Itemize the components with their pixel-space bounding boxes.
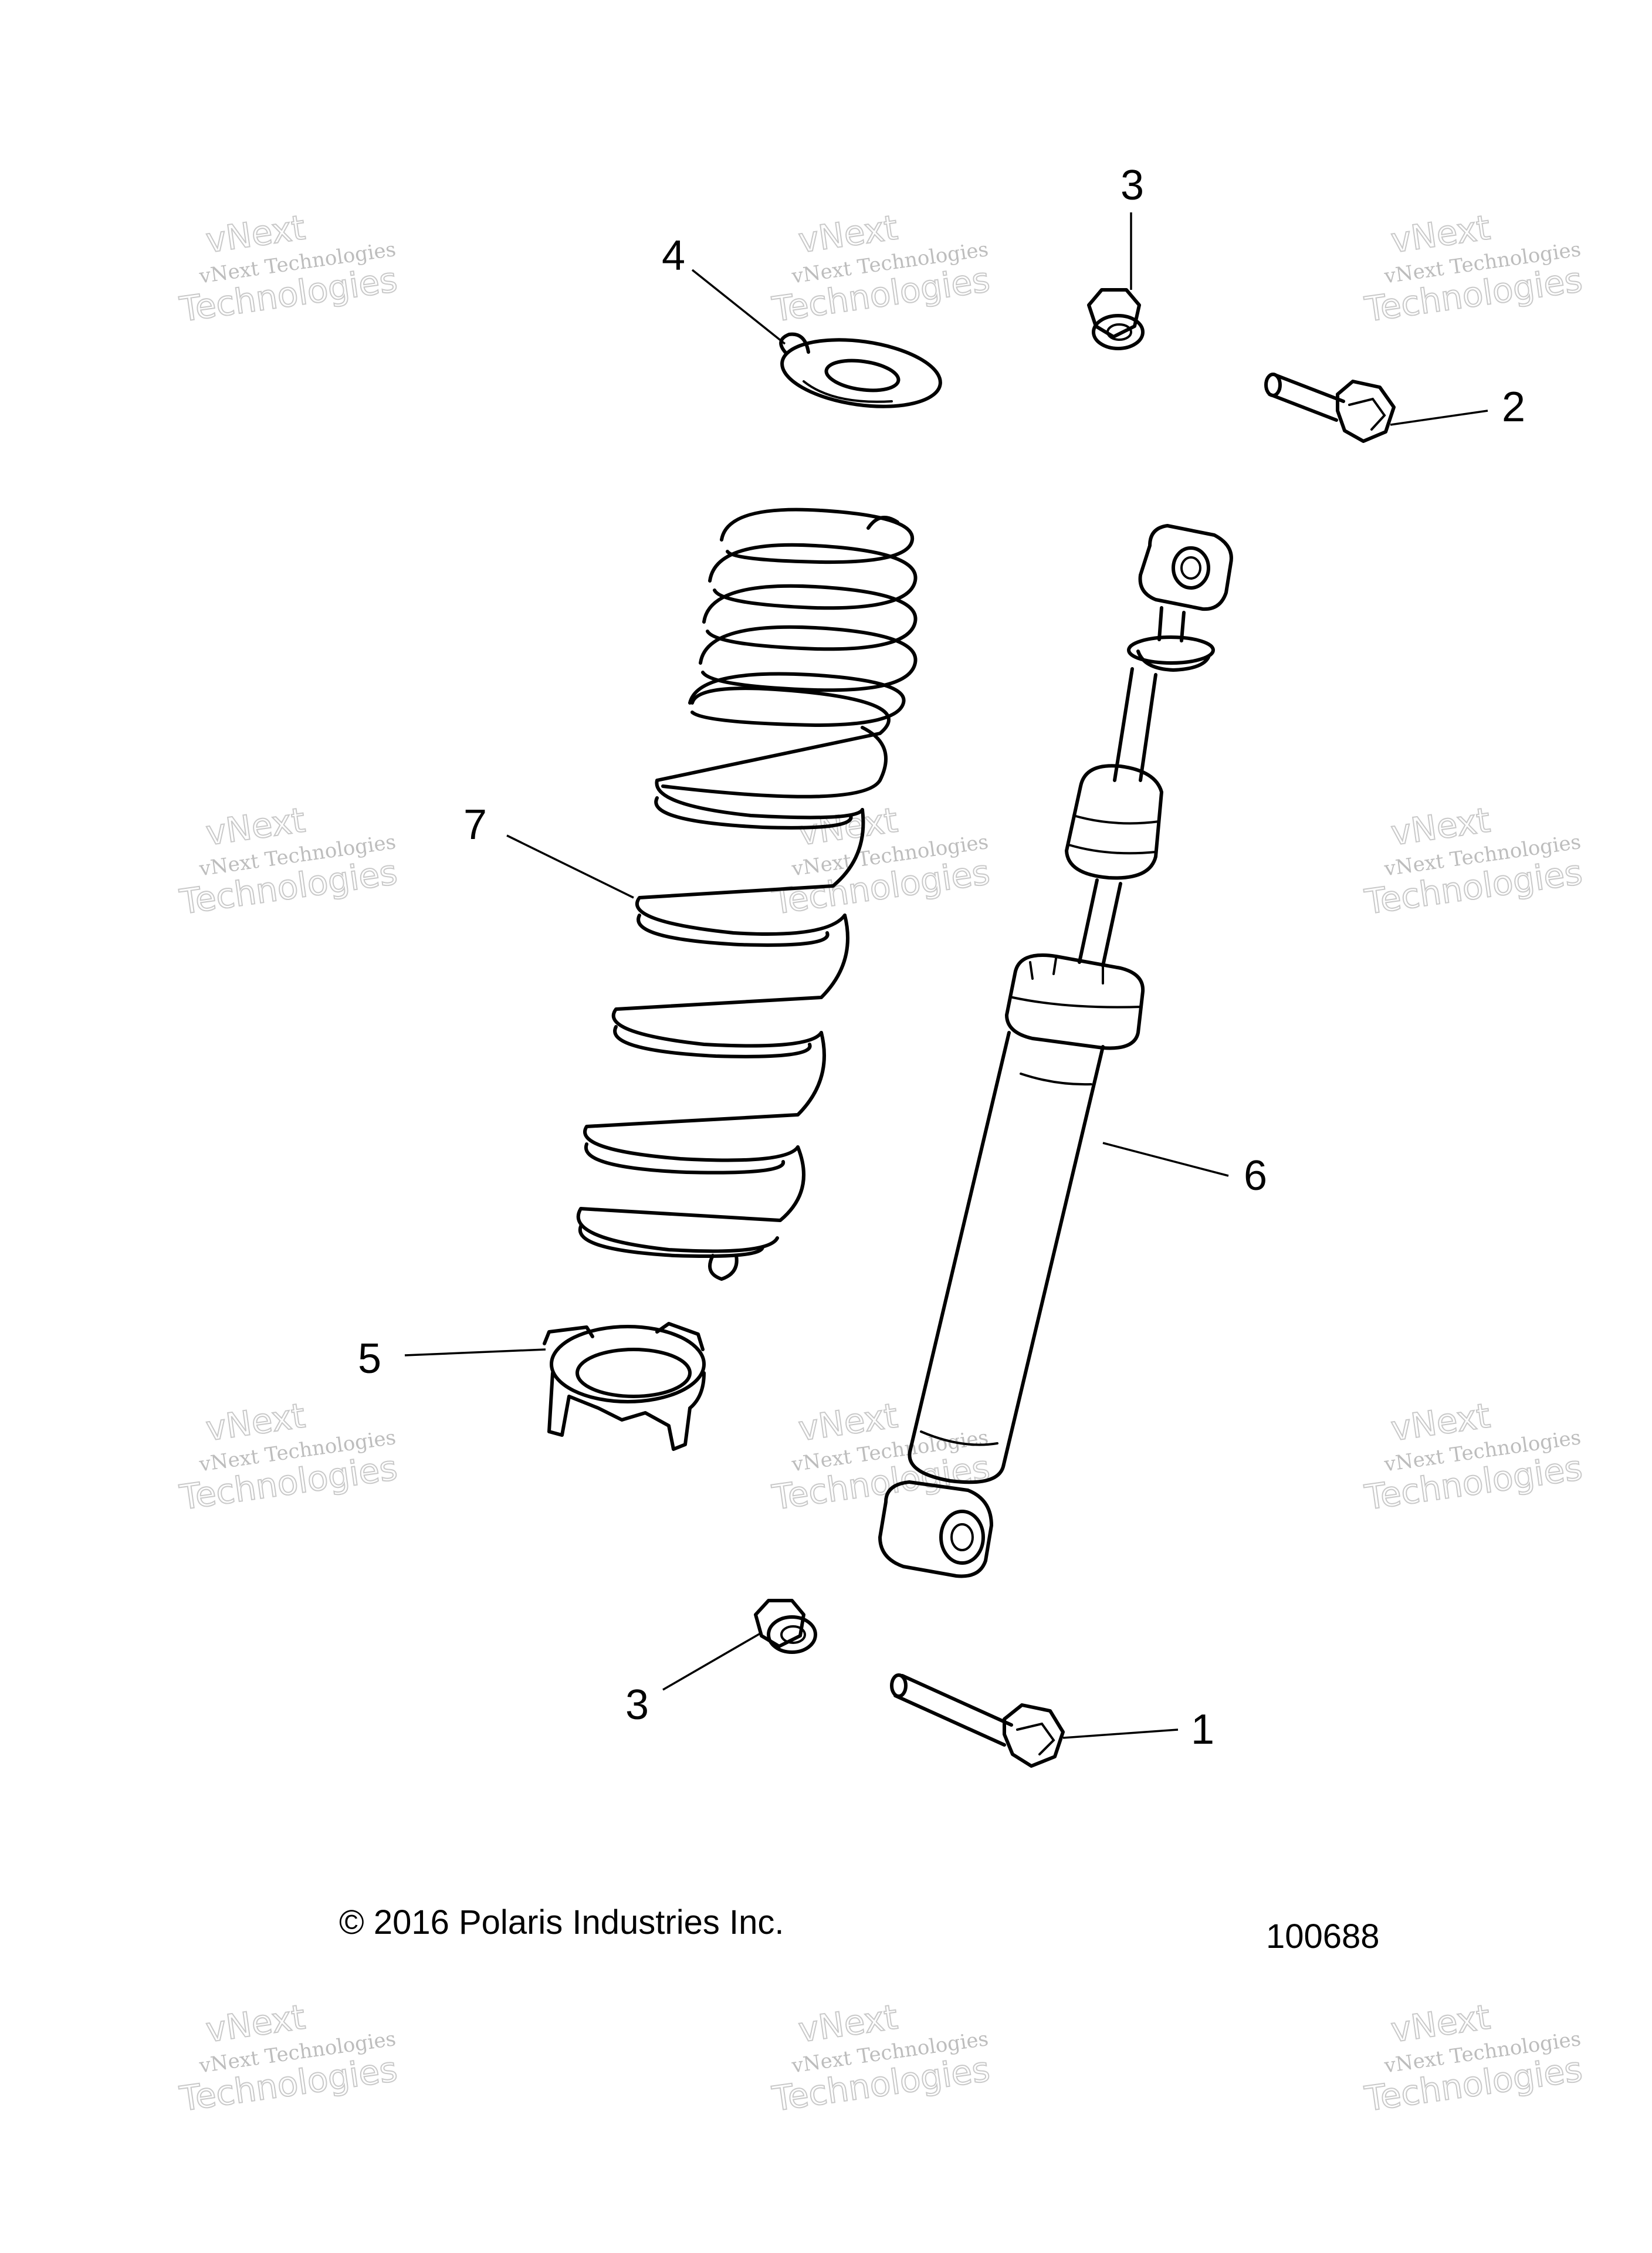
leader-3-bottom <box>662 1632 761 1691</box>
leader-4 <box>691 269 786 345</box>
watermark-8: vNext vNext Technologies Technologies <box>769 1395 993 1518</box>
watermark-1: vNext vNext Technologies Technologies <box>177 207 400 330</box>
watermark-6: vNext vNext Technologies Technologies <box>1362 799 1585 922</box>
spring-retainer-part <box>779 332 942 408</box>
callout-4: 4 <box>662 232 685 279</box>
copyright-text: © 2016 Polaris Industries Inc. <box>339 1903 784 1941</box>
lower-bolt-part <box>890 1673 1065 1768</box>
shock-absorber-part <box>878 524 1233 1578</box>
callout-6: 6 <box>1244 1152 1267 1199</box>
callout-1: 1 <box>1191 1706 1214 1753</box>
callouts: 4 3 2 7 6 5 3 1 <box>358 162 1525 1753</box>
spring-seat-part <box>543 1322 706 1451</box>
leader-5 <box>404 1348 546 1356</box>
callout-2: 2 <box>1502 384 1525 431</box>
watermark-7: vNext vNext Technologies Technologies <box>177 1395 400 1518</box>
watermark-2: vNext vNext Technologies Technologies <box>769 207 993 330</box>
coil-spring-part <box>576 508 918 1281</box>
watermark-3: vNext vNext Technologies Technologies <box>1362 207 1585 330</box>
watermark-4: vNext vNext Technologies Technologies <box>177 799 400 922</box>
callout-3-bottom: 3 <box>625 1682 649 1728</box>
leader-2 <box>1390 410 1488 426</box>
watermark-11: vNext vNext Technologies Technologies <box>769 1996 993 2119</box>
leader-lines <box>404 212 1488 1739</box>
watermark-5: vNext vNext Technologies Technologies <box>769 799 993 922</box>
watermark-10: vNext vNext Technologies Technologies <box>177 1996 400 2119</box>
watermark-9: vNext vNext Technologies Technologies <box>1362 1395 1585 1518</box>
watermark-12: vNext vNext Technologies Technologies <box>1362 1996 1585 2119</box>
callout-7: 7 <box>463 801 487 848</box>
upper-nut-part <box>1087 288 1145 350</box>
callout-5: 5 <box>358 1335 381 1382</box>
leader-1 <box>1062 1728 1179 1739</box>
leader-6 <box>1102 1142 1229 1177</box>
watermarks: vNext vNext Technologies Technologies vN… <box>177 207 1585 2119</box>
figure-number: 100688 <box>1266 1917 1380 1956</box>
lower-nut-part <box>754 1599 817 1654</box>
leader-7 <box>506 834 634 899</box>
upper-bolt-part <box>1264 373 1396 443</box>
callout-3-top: 3 <box>1120 162 1144 209</box>
